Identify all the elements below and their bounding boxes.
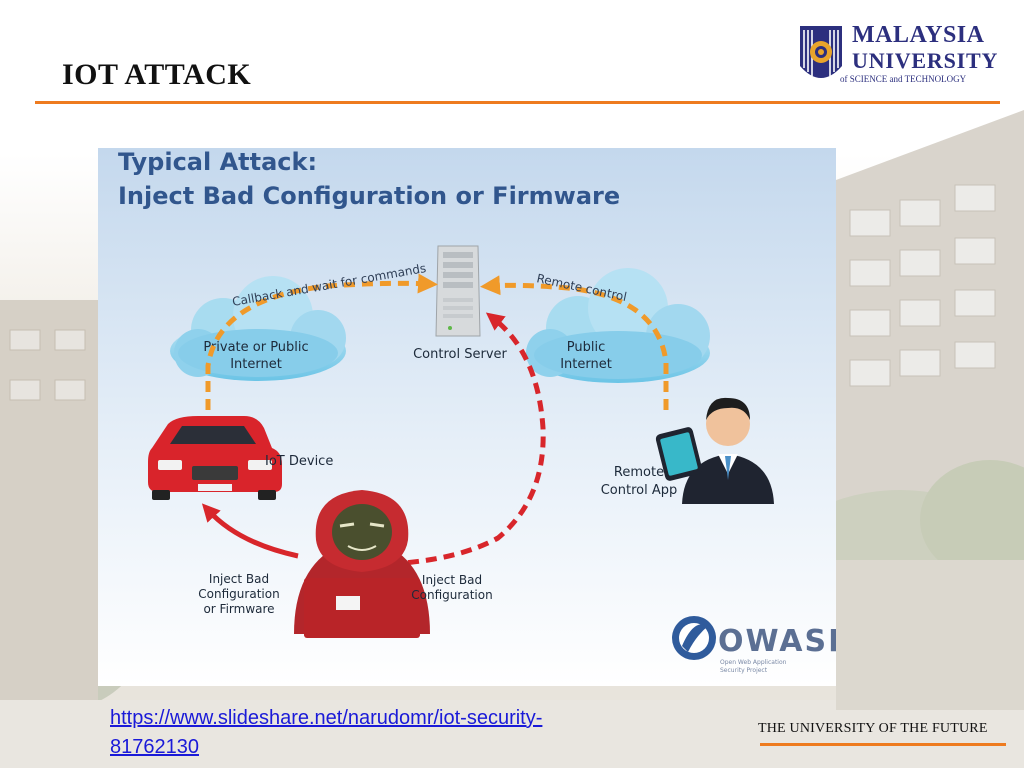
iot-car-icon [148, 416, 282, 500]
right-cloud-label-line2: Internet [560, 357, 612, 372]
callback-flow-arrow [205, 273, 438, 410]
left-cloud-label-line1: Private or Public [203, 340, 308, 355]
diagram-heading-line1: Typical Attack: [118, 148, 317, 176]
diagram-heading-line2: Inject Bad Configuration or Firmware [118, 182, 620, 210]
control-server-icon [435, 245, 481, 337]
owasp-badge-sub-line2: Security Project [720, 667, 768, 674]
control-server-label: Control Server [413, 347, 507, 362]
inject-left-label-line3: or Firmware [203, 602, 274, 616]
remote-user-icon [682, 397, 774, 504]
left-cloud-icon [170, 276, 346, 381]
iot-attack-diagram: Typical Attack: Inject Bad Configuration… [98, 148, 836, 686]
title-divider [35, 101, 1000, 104]
logo-line-malaysia: MALAYSIA [852, 22, 985, 48]
logo-line-science-technology: of SCIENCE and TECHNOLOGY [840, 74, 967, 84]
logo-line-university: UNIVERSITY [852, 48, 999, 73]
owasp-badge-text: OWASP [718, 624, 836, 659]
university-crest-icon [800, 26, 842, 78]
inject-config-attack-arrow [389, 312, 546, 567]
left-cloud-label-line2: Internet [230, 357, 282, 372]
remote-app-label-line2: Control App [601, 483, 678, 498]
inject-firmware-attack-arrow [201, 503, 299, 559]
hacker-icon [294, 490, 430, 638]
smartphone-icon [655, 427, 703, 481]
owasp-logo-icon [672, 616, 716, 660]
right-cloud-label-line1: Public [567, 340, 605, 355]
source-link[interactable]: https://www.slideshare.net/narudomr/iot-… [110, 707, 543, 758]
inject-right-label-line2: Configuration [411, 588, 492, 602]
owasp-badge-sub-line1: Open Web Application [720, 659, 787, 666]
remote-control-flow-arrow [480, 275, 669, 410]
inject-right-label-line1: Inject Bad [422, 573, 482, 587]
inject-left-label-line1: Inject Bad [209, 572, 269, 586]
iot-device-label: IoT Device [265, 454, 333, 469]
inject-left-label-line2: Configuration [198, 587, 279, 601]
footer-divider [760, 743, 1006, 746]
remote-app-label-line1: Remote [614, 465, 664, 480]
slide-title: IOT ATTACK [62, 58, 252, 91]
footer-tagline: THE UNIVERSITY OF THE FUTURE [758, 721, 988, 736]
university-logo: MALAYSIA UNIVERSITY of SCIENCE and TECHN… [798, 22, 1004, 90]
